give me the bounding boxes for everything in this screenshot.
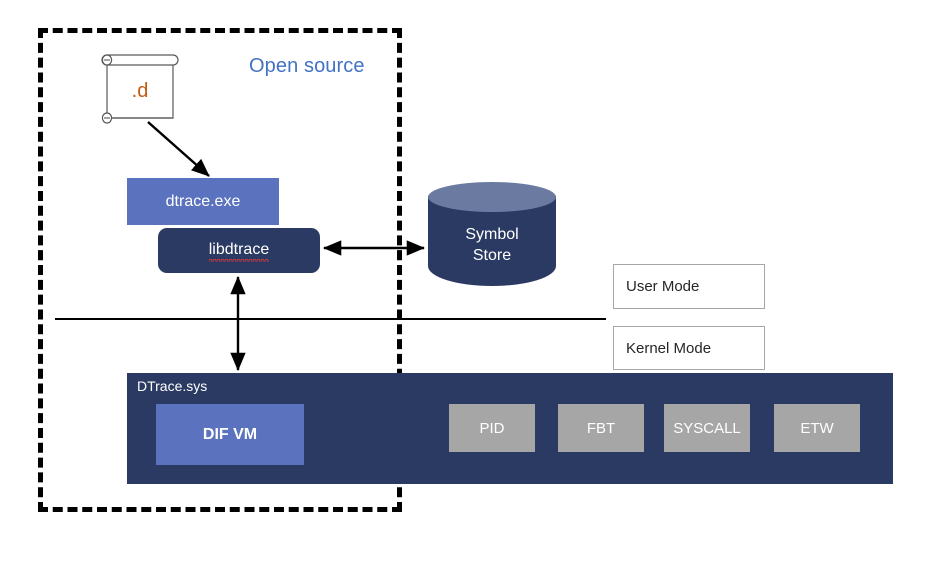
libdtrace-label: libdtrace <box>208 241 270 262</box>
provider-etw-label: ETW <box>800 419 834 437</box>
dtrace-sys-label: DTrace.sys <box>137 378 208 394</box>
dtrace-exe-box[interactable]: dtrace.exe <box>127 178 279 225</box>
user-mode-label: User Mode <box>626 278 700 295</box>
user-mode-legend-box: User Mode <box>613 264 765 309</box>
symbol-store-label: Symbol Store <box>428 224 556 266</box>
symbol-store-line1: Symbol <box>465 226 519 243</box>
provider-syscall-box[interactable]: SYSCALL <box>664 404 750 452</box>
script-extension-label: .d <box>131 80 149 102</box>
libdtrace-box[interactable]: libdtrace <box>158 228 320 273</box>
provider-syscall-label: SYSCALL <box>673 419 741 437</box>
provider-etw-box[interactable]: ETW <box>774 404 860 452</box>
open-source-label: Open source <box>249 55 365 77</box>
kernel-mode-legend-box: Kernel Mode <box>613 326 765 370</box>
provider-fbt-label: FBT <box>586 419 616 437</box>
dif-vm-label: DIF VM <box>202 425 258 443</box>
cylinder-top-ellipse <box>428 182 556 212</box>
provider-pid-label: PID <box>479 419 505 437</box>
user-kernel-divider-line <box>55 318 606 320</box>
provider-pid-box[interactable]: PID <box>449 404 535 452</box>
kernel-mode-label: Kernel Mode <box>626 339 712 357</box>
symbol-store-cylinder[interactable]: Symbol Store <box>428 182 556 296</box>
dif-vm-box[interactable]: DIF VM <box>156 404 304 465</box>
open-source-boundary <box>38 28 402 512</box>
symbol-store-line2: Store <box>472 247 512 264</box>
script-file-scroll-icon: .d <box>97 52 183 128</box>
dtrace-exe-label: dtrace.exe <box>165 192 241 210</box>
provider-fbt-box[interactable]: FBT <box>558 404 644 452</box>
scroll-shape <box>101 54 179 124</box>
